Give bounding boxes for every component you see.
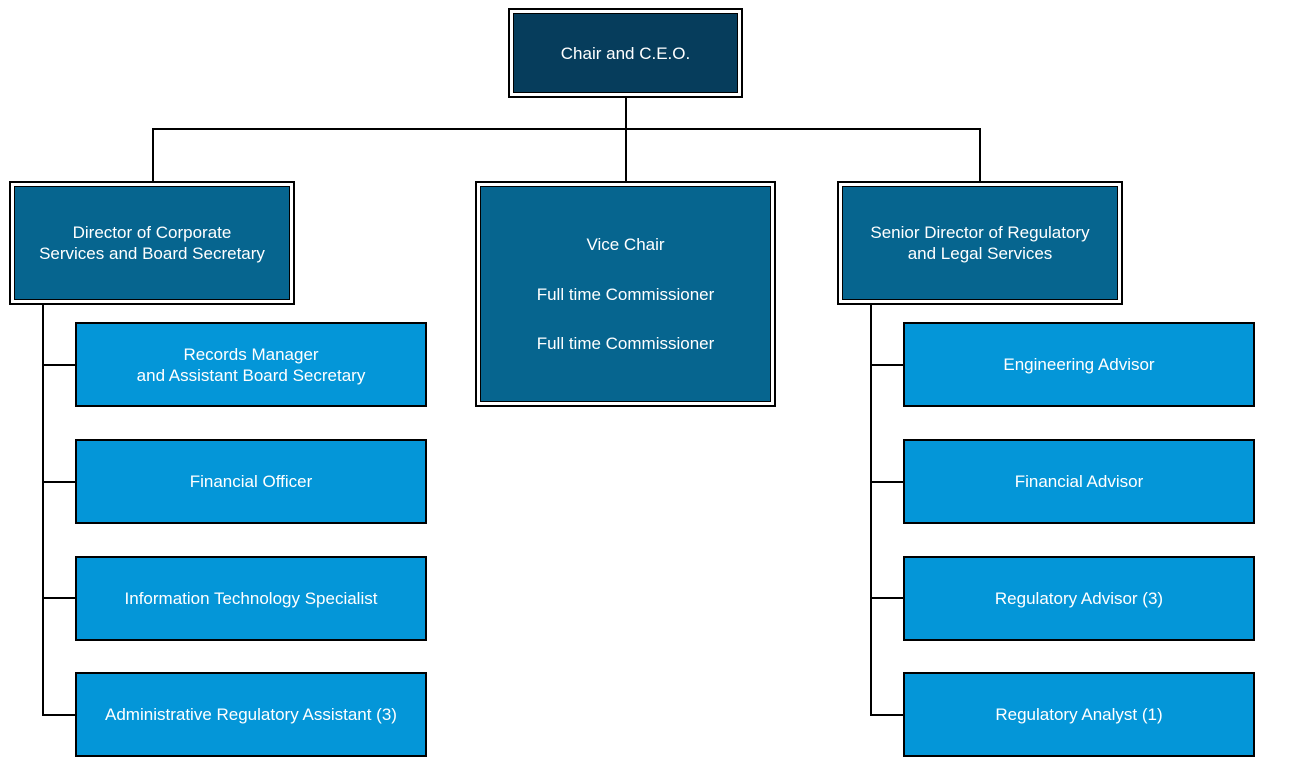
chair-ceo-label: Chair and C.E.O. bbox=[513, 13, 738, 93]
records-manager-node: Records Manager and Assistant Board Secr… bbox=[75, 322, 427, 407]
connector-right-spine bbox=[870, 303, 872, 716]
vice-chair-commissioners-group: Vice Chair Full time Commissioner Full t… bbox=[480, 186, 771, 402]
senior-director-regulatory-node: Senior Director of Regulatory and Legal … bbox=[837, 181, 1123, 305]
connector-left-branch bbox=[42, 481, 76, 483]
connector-left-drop bbox=[152, 128, 154, 182]
vice-chair-label: Vice Chair bbox=[586, 234, 665, 254]
regulatory-advisor-node: Regulatory Advisor (3) bbox=[903, 556, 1255, 641]
connector-left-branch bbox=[42, 714, 76, 716]
connector-left-branch bbox=[42, 597, 76, 599]
connector-center-drop bbox=[625, 128, 627, 182]
vice-chair-commissioners-node: Vice Chair Full time Commissioner Full t… bbox=[475, 181, 776, 407]
connector-right-drop bbox=[979, 128, 981, 182]
connector-left-branch bbox=[42, 364, 76, 366]
it-specialist-node: Information Technology Specialist bbox=[75, 556, 427, 641]
admin-regulatory-assistant-node: Administrative Regulatory Assistant (3) bbox=[75, 672, 427, 757]
commissioner-label: Full time Commissioner bbox=[536, 284, 715, 304]
connector-right-branch bbox=[870, 714, 904, 716]
connector-right-branch bbox=[870, 364, 904, 366]
connector-right-branch bbox=[870, 597, 904, 599]
regulatory-analyst-node: Regulatory Analyst (1) bbox=[903, 672, 1255, 757]
financial-advisor-node: Financial Advisor bbox=[903, 439, 1255, 524]
chair-ceo-node: Chair and C.E.O. bbox=[508, 8, 743, 98]
director-corporate-services-node: Director of Corporate Services and Board… bbox=[9, 181, 295, 305]
director-corporate-services-label: Director of Corporate Services and Board… bbox=[14, 186, 290, 300]
engineering-advisor-node: Engineering Advisor bbox=[903, 322, 1255, 407]
commissioner-label: Full time Commissioner bbox=[536, 334, 715, 354]
financial-officer-node: Financial Officer bbox=[75, 439, 427, 524]
connector-top-down bbox=[625, 96, 627, 130]
senior-director-regulatory-label: Senior Director of Regulatory and Legal … bbox=[842, 186, 1118, 300]
connector-horizontal-bus bbox=[152, 128, 981, 130]
connector-right-branch bbox=[870, 481, 904, 483]
connector-left-spine bbox=[42, 303, 44, 716]
